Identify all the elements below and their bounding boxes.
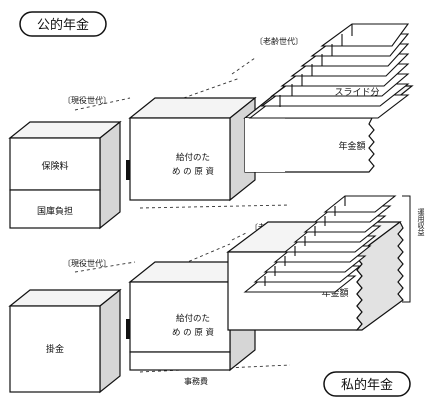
- private-contribution-box: [8, 288, 122, 394]
- public-staircase-risers: [279, 24, 353, 107]
- public-benefit-source-line2: め の 原 資: [172, 166, 214, 177]
- public-benefit-source-box: [128, 96, 257, 202]
- public-pension-title: 公的年金: [37, 17, 89, 33]
- public-slide-label: スライド分: [334, 87, 379, 98]
- private-benefit-source-line1: 給付のた: [176, 313, 210, 324]
- private-pension-title-badge: [323, 371, 411, 397]
- private-pension-section: 〔現役世代〕 〔老後〕 掛金 給付のた め の 原 資 事務費: [8, 195, 425, 397]
- public-retired-generation-label: 〔老齢世代〕: [255, 36, 303, 46]
- private-returns-bracket: [402, 195, 411, 303]
- public-pension-amount-label: 年金額: [338, 140, 365, 152]
- private-contribution-label: 掛金: [46, 343, 64, 355]
- private-returns-note: 運用収益: [417, 207, 425, 236]
- private-guide-lines: [74, 231, 291, 373]
- private-active-generation-label: 〔現役世代〕: [63, 258, 111, 268]
- private-admin-cost-label: 事務費: [184, 376, 208, 386]
- public-pension-section: 公的年金 〔現役世代〕 〔老齢世代〕 保険料 国庫負担 給付のた め: [8, 11, 414, 230]
- public-active-generation-label: 〔現役世代〕: [63, 95, 111, 105]
- public-national-subsidy-label: 国庫負担: [37, 205, 73, 217]
- public-premium-stack: [8, 120, 122, 230]
- private-staircase: [243, 195, 397, 293]
- public-slide-staircase: [248, 23, 410, 119]
- public-pension-title-badge: [19, 11, 107, 37]
- private-pension-title: 私的年金: [341, 377, 393, 393]
- public-premiums-label: 保険料: [41, 160, 68, 172]
- private-staircase-risers: [264, 196, 346, 286]
- private-benefit-source-line2: め の 原 資: [172, 327, 214, 338]
- public-guide-lines: [74, 57, 291, 209]
- public-benefit-source-line1: 給付のた: [176, 152, 210, 163]
